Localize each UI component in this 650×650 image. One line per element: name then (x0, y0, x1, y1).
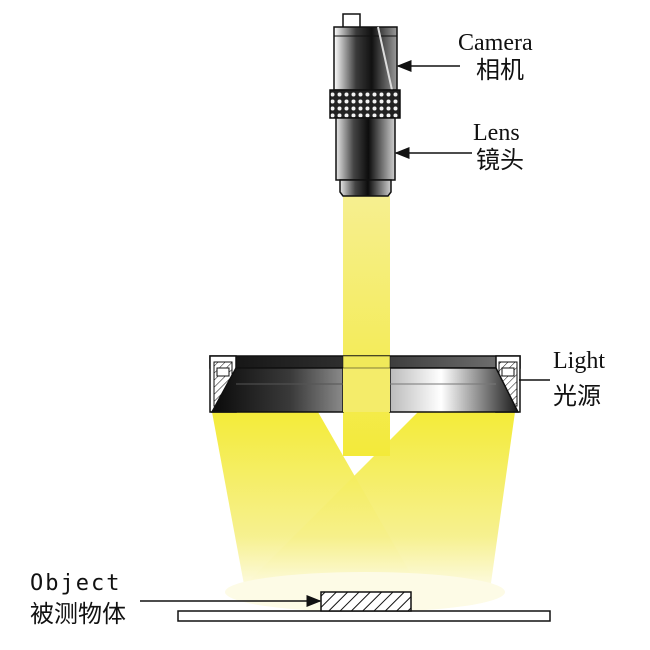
lens-barrel (335, 117, 396, 181)
object-label-en: Object (30, 571, 121, 596)
lens-label-zh: 镜头 (476, 146, 524, 174)
ring-light-bevel-right (389, 367, 520, 413)
camera-label-en: Camera (458, 30, 533, 56)
lens-label-en: Lens (473, 120, 520, 146)
camera-label-zh: 相机 (476, 56, 524, 84)
lens (335, 117, 396, 197)
camera-connector (342, 13, 361, 29)
stage-plate (177, 610, 551, 622)
ring-light (209, 355, 521, 413)
ring-light-bevel-left (210, 367, 344, 413)
object-stage (177, 591, 551, 622)
right-light-cone (240, 412, 515, 590)
light-label-en: Light (553, 348, 605, 374)
object-label-zh: 被测物体 (30, 600, 126, 628)
camera-focus-ring (329, 89, 401, 119)
central-light-beam (343, 196, 390, 456)
leader-lines (140, 60, 550, 607)
camera-body (333, 26, 398, 91)
test-object (320, 591, 412, 612)
camera (329, 13, 401, 119)
lens-front (339, 179, 392, 197)
light-beams (212, 196, 515, 612)
light-label-zh: 光源 (553, 382, 601, 410)
labels: Camera 相机 Lens 镜头 Light 光源 Object 被测物体 (30, 30, 605, 628)
